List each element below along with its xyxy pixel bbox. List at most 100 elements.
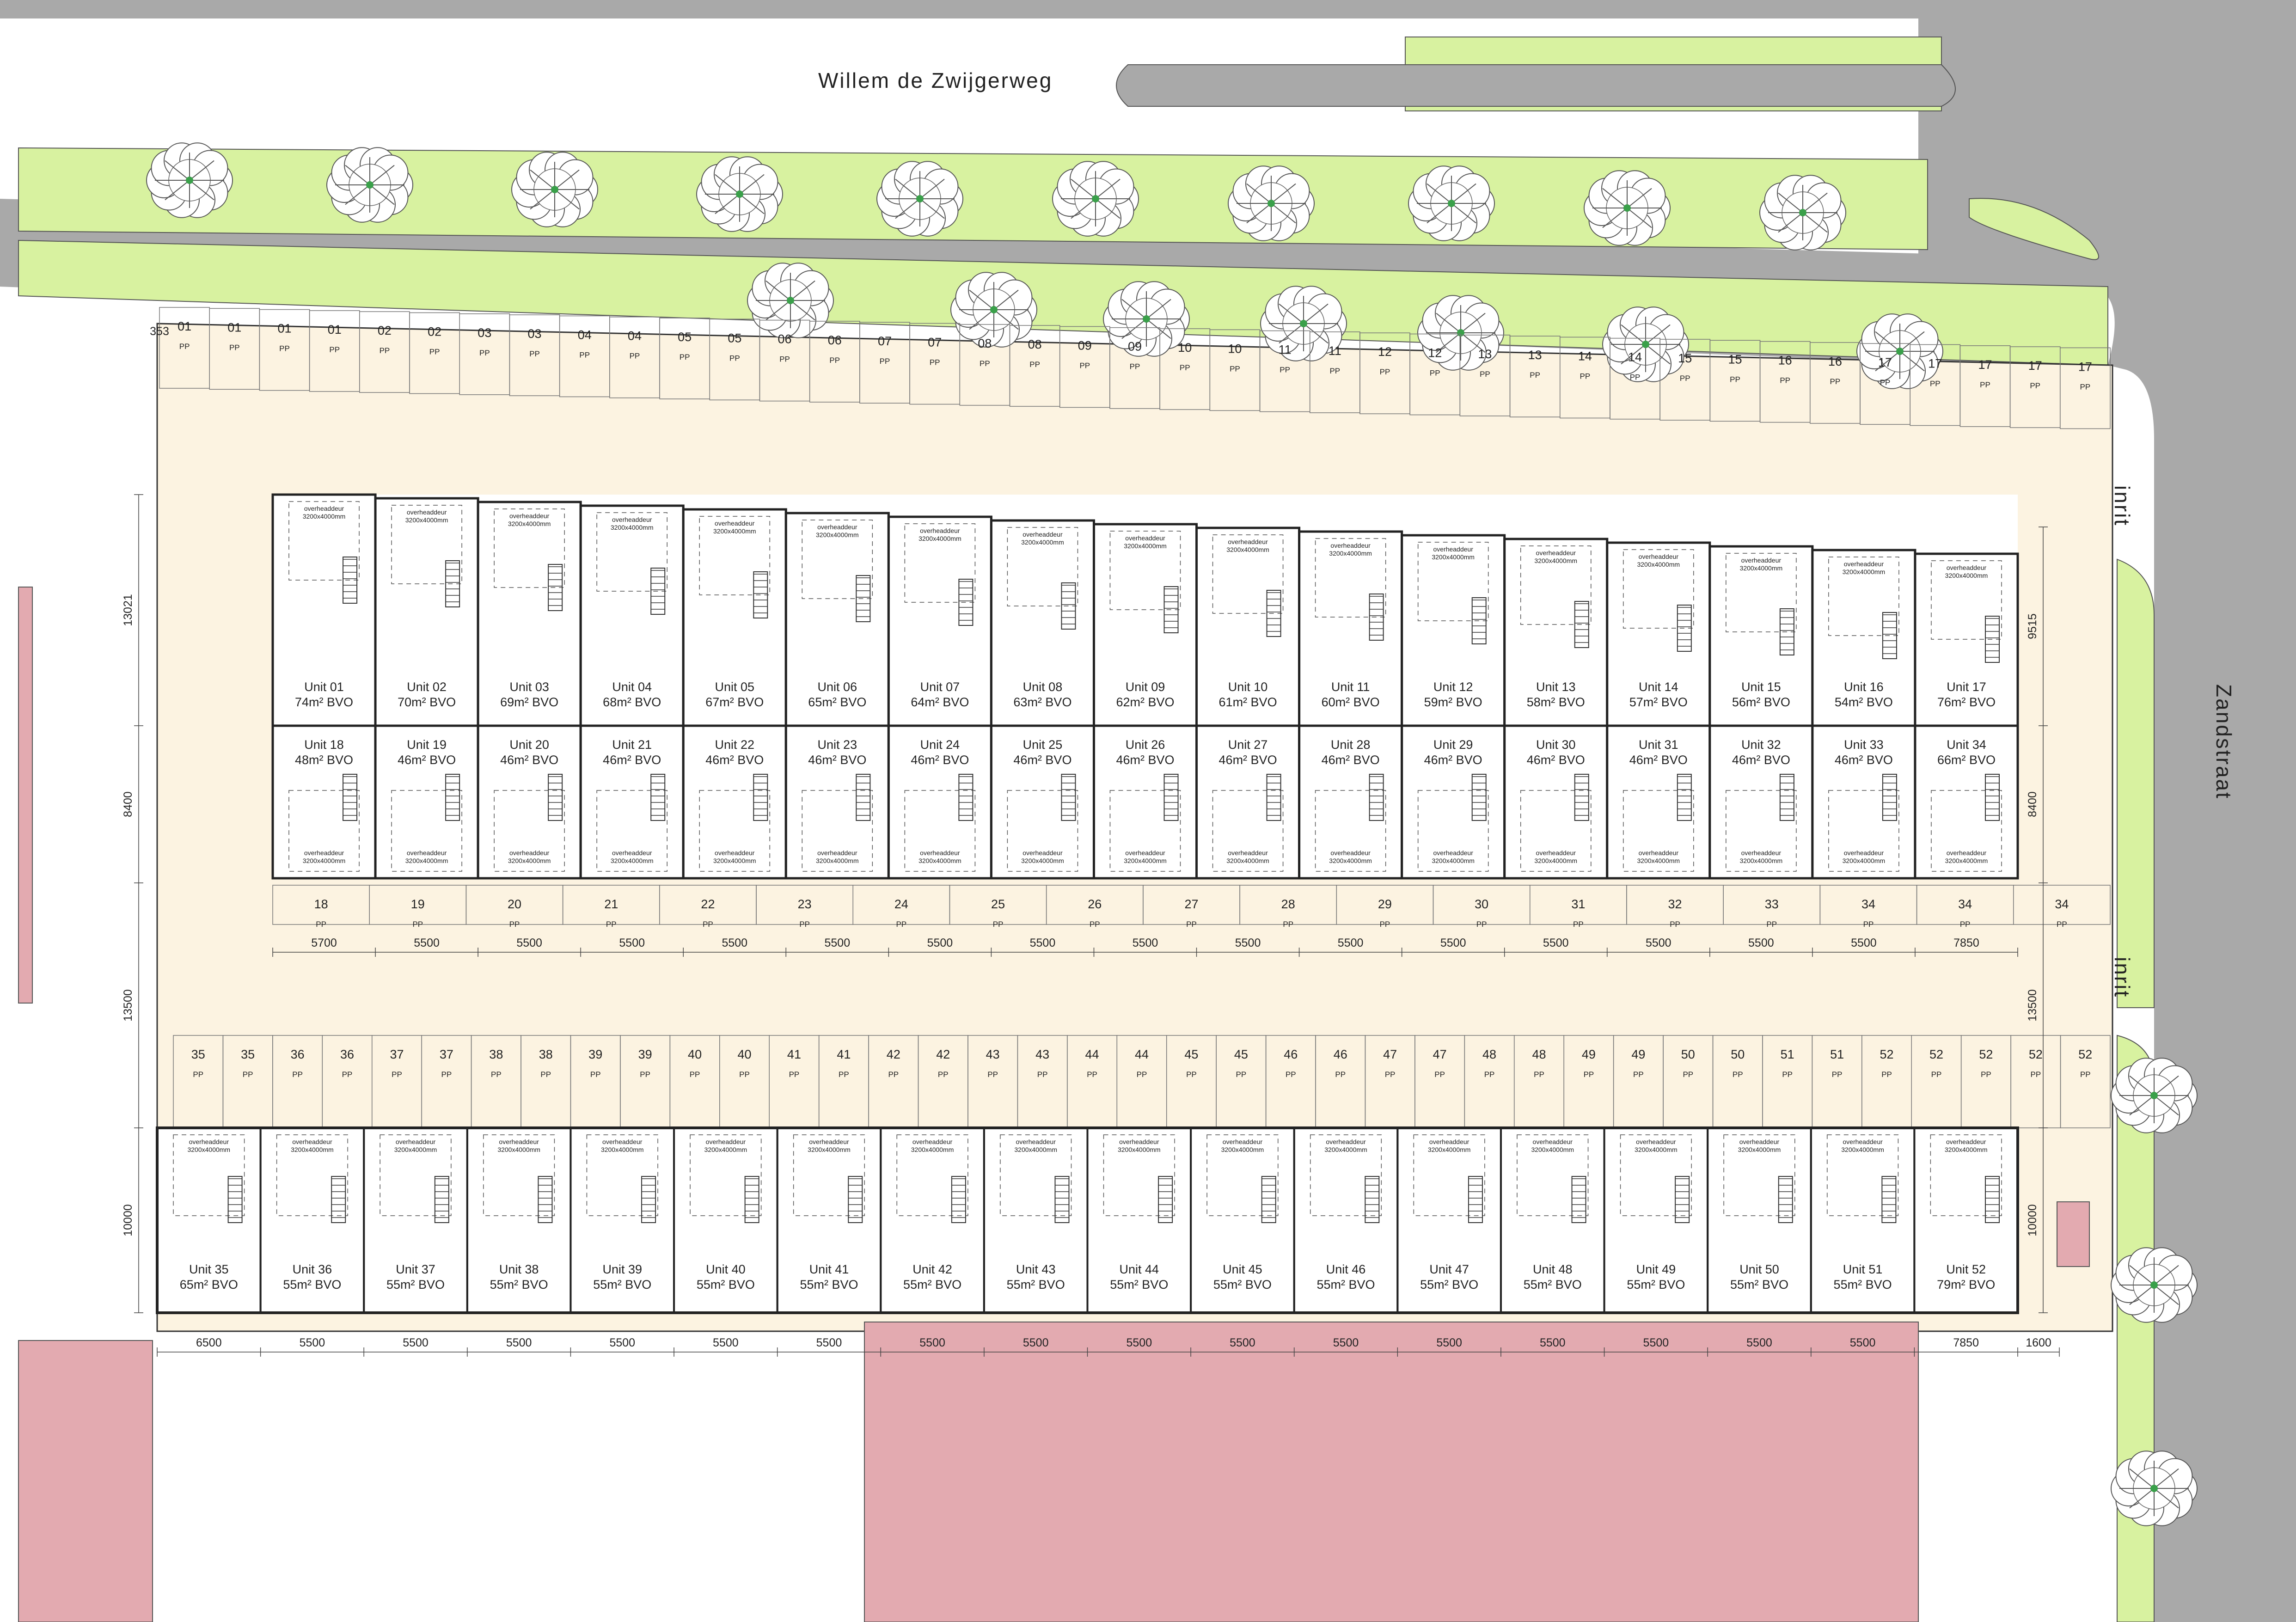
parking-number: 08: [1028, 337, 1042, 351]
parking-number: 36: [291, 1047, 305, 1061]
dimension-value: 5500: [825, 936, 851, 949]
tree-icon: [146, 142, 233, 218]
door-label: overheaddeur: [1326, 1138, 1366, 1145]
unit-label: Unit 29: [1433, 738, 1473, 752]
parking-number: 41: [787, 1047, 801, 1061]
door-label: overheaddeur: [509, 512, 550, 520]
unit-label: Unit 18: [304, 738, 344, 752]
stair-icon: [1882, 612, 1897, 659]
parking-number: 33: [1765, 897, 1779, 911]
parking-number: 49: [1631, 1047, 1645, 1061]
parking-label: PP: [1286, 1070, 1296, 1079]
stair-icon: [538, 1176, 553, 1223]
unit-area: 46m² BVO: [1835, 753, 1893, 767]
door-label: overheaddeur: [1022, 849, 1063, 857]
unit-label: Unit 39: [602, 1262, 642, 1276]
overhead-door: [1520, 790, 1592, 872]
unit-area: 55m² BVO: [1317, 1278, 1375, 1291]
parking-number: 14: [1578, 349, 1592, 363]
stair-icon: [1468, 1176, 1483, 1223]
unit-label: Unit 49: [1636, 1262, 1676, 1276]
parking-number: 30: [1475, 897, 1488, 911]
parking-label: PP: [839, 1070, 849, 1079]
dimension-value: 6500: [196, 1336, 222, 1349]
overhead-door: [896, 1134, 968, 1216]
parking-label: PP: [1733, 1070, 1743, 1079]
parking-number: 40: [737, 1047, 751, 1061]
parking-number: 25: [991, 897, 1005, 911]
door-size: 3200x4000mm: [394, 1146, 437, 1153]
unit-area: 57m² BVO: [1629, 695, 1688, 709]
unit-cell: overheaddeur3200x4000mmoverheaddeur3200x…: [887, 515, 992, 880]
parking-number: 45: [1234, 1047, 1248, 1061]
overhead-door: [699, 516, 771, 595]
dimension-value: 10000: [122, 1204, 135, 1236]
door-label: overheaddeur: [1429, 1138, 1469, 1145]
unit-cell: overheaddeur3200x4000mmoverheaddeur3200x…: [1914, 552, 2019, 880]
parking-number: 43: [1035, 1047, 1049, 1061]
dimension-value: 1600: [2026, 1336, 2051, 1349]
overhead-door: [1007, 527, 1078, 606]
parking-number: 28: [1281, 897, 1295, 911]
door-label: overheaddeur: [1844, 560, 1884, 568]
parking-number: 01: [178, 319, 191, 333]
parking-number: 03: [478, 326, 491, 340]
door-label: overheaddeur: [1639, 849, 1679, 857]
dimension-value: 5500: [1543, 936, 1569, 949]
unit-label: Unit 26: [1126, 738, 1165, 752]
stair-icon: [1574, 774, 1589, 821]
unit-label: Unit 40: [706, 1262, 746, 1276]
overhead-door: [1930, 1134, 2002, 1216]
unit-area: 55m² BVO: [697, 1278, 755, 1291]
parking-label: PP: [1981, 1070, 1991, 1079]
parking-number: 24: [894, 897, 908, 911]
unit-area: 46m² BVO: [1527, 753, 1585, 767]
unit-label: Unit 52: [1946, 1262, 1986, 1276]
parking-number: 27: [1184, 897, 1198, 911]
unit-area: 46m² BVO: [500, 753, 558, 767]
unit-area: 64m² BVO: [911, 695, 969, 709]
unit-area: 65m² BVO: [808, 695, 866, 709]
parking-number: 06: [778, 332, 792, 346]
parking-label: PP: [509, 920, 520, 929]
stair-icon: [1571, 1176, 1586, 1223]
parking-number: 05: [678, 330, 692, 344]
parking-number: 50: [1731, 1047, 1745, 1061]
stair-icon: [1574, 601, 1589, 648]
stair-icon: [1061, 774, 1076, 821]
stair-icon: [1061, 582, 1076, 630]
unit-label: Unit 03: [509, 680, 549, 694]
unit-area: 46m² BVO: [1322, 753, 1380, 767]
parking-label: PP: [980, 359, 990, 368]
overhead-door: [1103, 1134, 1175, 1216]
door-size: 3200x4000mm: [601, 1146, 644, 1153]
parking-number: 02: [428, 325, 441, 339]
door-label: overheaddeur: [407, 849, 447, 857]
stair-icon: [1985, 1176, 2000, 1223]
parking-number: 23: [798, 897, 812, 911]
unit-label: Unit 20: [509, 738, 549, 752]
dimension-value: 8400: [2026, 791, 2039, 817]
parking-label: PP: [1484, 1070, 1495, 1079]
parking-label: PP: [1960, 920, 1971, 929]
parking-number: 43: [986, 1047, 1000, 1061]
parking-number: 52: [2029, 1047, 2043, 1061]
parking-label: PP: [680, 353, 690, 361]
unit-area: 46m² BVO: [1629, 753, 1688, 767]
parking-number: 05: [728, 331, 741, 345]
unit-area: 46m² BVO: [1116, 753, 1174, 767]
door-label: overheaddeur: [1330, 542, 1371, 549]
unit-label: Unit 14: [1639, 680, 1678, 694]
parking-number: 34: [2055, 897, 2069, 911]
parking-number: 42: [887, 1047, 900, 1061]
parking-number: 04: [628, 329, 642, 343]
overhead-door: [1310, 1134, 1382, 1216]
dimension-value: 13500: [2026, 989, 2039, 1022]
parking-label: PP: [1029, 360, 1040, 369]
